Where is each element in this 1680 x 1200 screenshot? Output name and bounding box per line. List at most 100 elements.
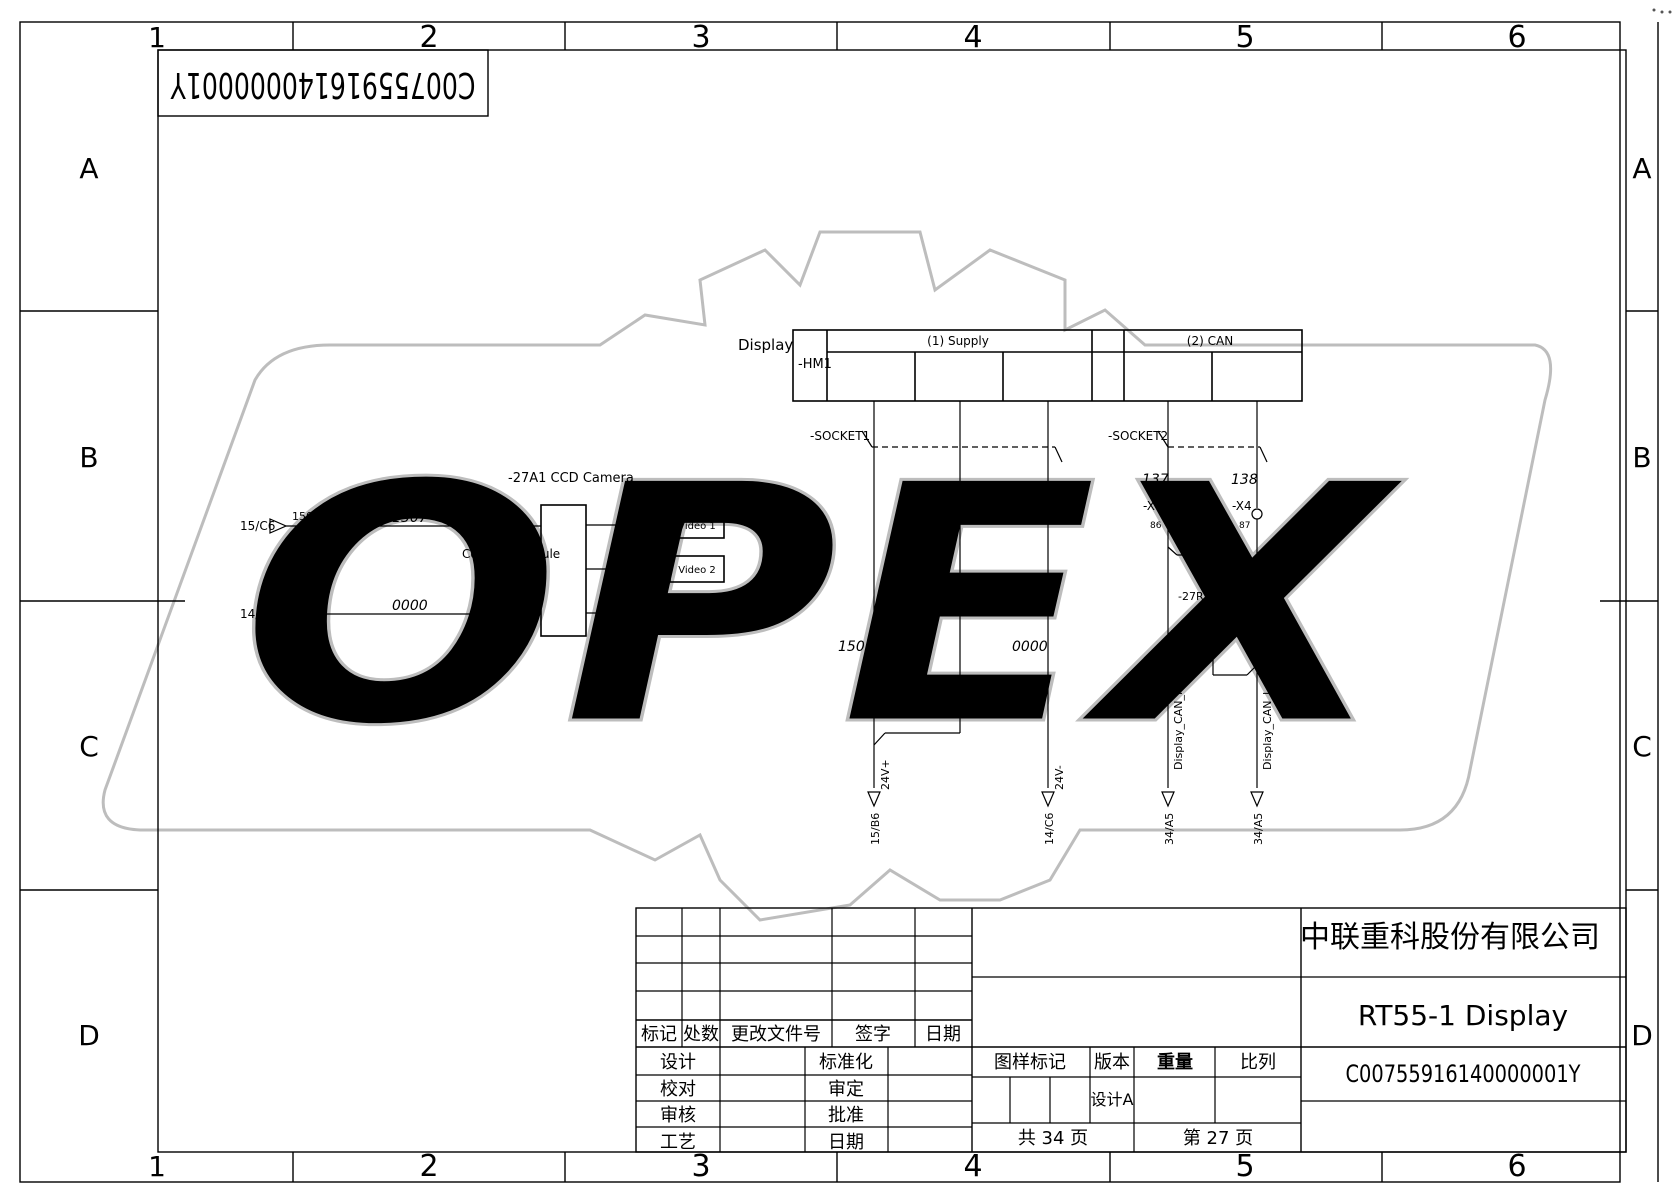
socket2-terminal-ref: -X4 (1232, 499, 1252, 513)
socket1-ref: -SOCKET1 (810, 429, 870, 443)
role-label: 标准化 (819, 1052, 873, 1073)
total-pages: 共 34 页 (1018, 1128, 1088, 1149)
column-number: 6 (1507, 1149, 1526, 1184)
socket1-block: -SOCKET1 1505 0000 24V+ 15/B6 24V- 14/C6 (810, 401, 1066, 845)
watermark-gear-outline (101, 230, 1553, 922)
ccd-camera-block: -27A1 CCD Camera Controal Module 15/C6 1… (240, 471, 725, 637)
display-hm1-block: Display -HM1 (1) Supply (2) CAN (738, 329, 1303, 402)
row-letter: A (79, 152, 98, 185)
info-header: 图样标记 (994, 1052, 1066, 1073)
info-header: 重量 (1157, 1051, 1193, 1073)
role-label: 批准 (828, 1105, 864, 1126)
column-number: 2 (419, 1149, 438, 1184)
version-value: 设计A (1091, 1090, 1134, 1109)
column-number: 3 (691, 1149, 710, 1184)
column-number: 2 (419, 20, 438, 55)
output-box (669, 511, 725, 539)
page-number: 第 27 页 (1183, 1128, 1253, 1149)
input-arrow (269, 518, 288, 534)
control-module-box (540, 504, 587, 637)
opex-watermark: OPEX (101, 230, 1553, 922)
socket1-out-a-polarity: 24V+ (879, 759, 892, 790)
rev-header: 标记 (641, 1024, 677, 1045)
input-polarity: 24V- (292, 618, 317, 631)
role-label: 审核 (660, 1105, 696, 1126)
column-number: 4 (963, 1149, 982, 1184)
camera-ref: -27A1 CCD Camera (508, 471, 634, 486)
info-header: 比列 (1240, 1052, 1276, 1073)
rev-header: 处数 (683, 1024, 719, 1045)
column-number: 4 (963, 20, 982, 55)
output-label: Display (679, 609, 716, 620)
company-name: 中联重科股份有限公司 (1300, 920, 1600, 955)
column-number: 5 (1235, 1149, 1254, 1184)
drawing-number-stamp: C00755916140000001Y (157, 49, 489, 117)
column-number: 1 (148, 1150, 166, 1183)
socket2-ref: -SOCKET2 (1108, 429, 1168, 443)
socket1-wire-b: 0000 (1012, 639, 1048, 655)
input-polarity: 24V+ (292, 530, 323, 543)
column-numbers-bottom: 1 2 3 4 5 6 (148, 1149, 1526, 1184)
control-module-label: Controal Module (462, 547, 560, 561)
column-number: 5 (1235, 20, 1254, 55)
input-arrow (269, 606, 288, 622)
socket2-signal: Display_CAN_L (1261, 688, 1274, 770)
output-box (669, 555, 725, 583)
socket2-pin: 86 (1150, 521, 1162, 531)
supply-header: (1) Supply (927, 334, 989, 348)
row-letters-left: A B C D (78, 152, 100, 1052)
resistor-ref: -27R1 (1178, 590, 1211, 603)
socket1-out-b-xref: 14/C6 (1043, 813, 1056, 845)
watermark-text: OPEX (240, 414, 1406, 798)
input-wire-top: 1507 (292, 510, 320, 523)
rev-header: 签字 (855, 1024, 891, 1045)
row-letter: C (1632, 730, 1652, 763)
output-arrow (867, 791, 881, 808)
column-number: 3 (691, 20, 710, 55)
can-header: (2) CAN (1187, 334, 1233, 348)
output-box (669, 599, 725, 627)
display-ref: -HM1 (798, 357, 832, 372)
info-header: 版本 (1094, 1052, 1130, 1073)
row-letters-right: A B C D (1631, 152, 1653, 1052)
socket2-terminal-ref: -X4 (1143, 499, 1163, 513)
row-letter: D (1631, 1019, 1653, 1052)
resistor-value: 120 ohm (1170, 629, 1214, 640)
column-number: 6 (1507, 20, 1526, 55)
input-xref: 15/C6 (240, 519, 275, 533)
title-block: 标记 处数 更改文件号 签字 日期 设计 校对 审核 工艺 标准化 审定 批准 … (635, 907, 1627, 1153)
socket2-wire: 138 (1231, 472, 1258, 488)
input-wire-mid: 1507 (392, 510, 428, 526)
column-number: 1 (148, 21, 166, 54)
rev-header: 日期 (925, 1024, 961, 1045)
row-letter: D (78, 1019, 100, 1052)
socket1-out-b-polarity: 24V- (1053, 765, 1066, 790)
output-label: Video 1 (678, 521, 716, 532)
output-label: Video 2 (678, 565, 716, 576)
drawing-frame (19, 21, 1659, 1183)
rev-header: 更改文件号 (731, 1024, 821, 1045)
output-arrow (1041, 791, 1055, 808)
socket1-out-a-xref: 15/B6 (869, 813, 882, 845)
input-xref: 14/C6 (240, 607, 275, 621)
row-letter: C (79, 730, 99, 763)
column-numbers-top: 1 2 3 4 5 6 (148, 20, 1526, 55)
role-label: 日期 (828, 1132, 864, 1153)
row-letter: A (1632, 152, 1651, 185)
role-label: 校对 (660, 1079, 696, 1100)
role-label: 设计 (660, 1052, 696, 1073)
stamp-text: C00755916140000001Y (170, 64, 476, 105)
socket2-signal: Display_CAN_H (1172, 687, 1185, 770)
role-label: 审定 (828, 1079, 864, 1100)
socket2-wire: 137 (1142, 472, 1169, 488)
input-wire-top: 0000 (292, 598, 320, 611)
role-label: 工艺 (660, 1132, 696, 1153)
input-wire-mid: 0000 (392, 598, 428, 614)
output-arrow (1161, 791, 1175, 808)
row-letter: B (79, 441, 98, 474)
drawing-number: C00755916140000001Y (1346, 1060, 1581, 1088)
socket2-block: -SOCKET2 137 138 -X4 -X4 86 87 -27R1 120… (1108, 401, 1274, 845)
socket2-pin: 87 (1239, 521, 1250, 531)
output-arrow (1250, 791, 1264, 808)
